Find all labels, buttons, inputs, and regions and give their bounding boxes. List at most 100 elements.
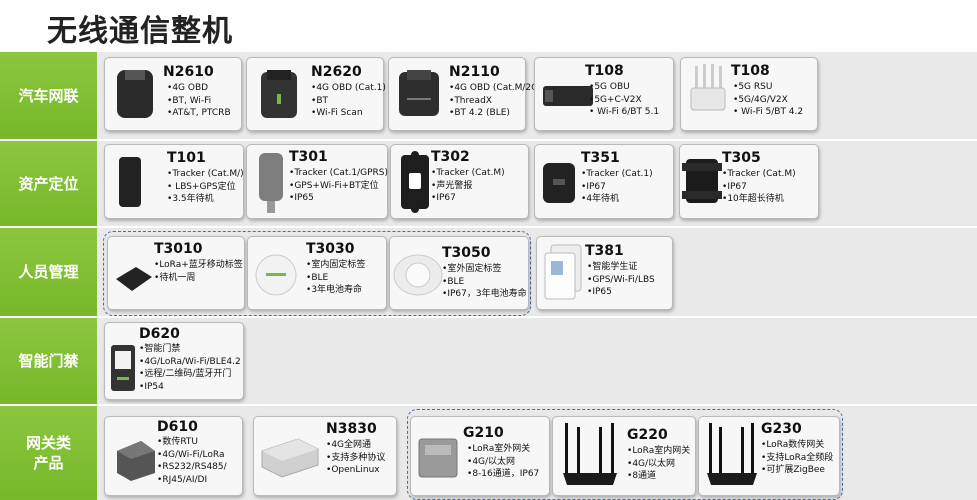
product-name: T351	[581, 150, 620, 166]
spec-item: GPS/Wi-Fi/LBS	[587, 274, 654, 287]
product-name: T305	[722, 150, 761, 166]
spec-item: IP67	[431, 192, 505, 205]
router-device-icon	[261, 438, 319, 478]
product-specs: 室外固定标签BLEIP67，3年电池寿命	[442, 263, 527, 301]
spec-item: Tracker (Cat.M)	[722, 168, 795, 181]
product-specs: 智能门禁4G/LoRa/Wi-Fi/BLE4.2远程/二维码/蓝牙开门IP54	[139, 343, 241, 393]
spec-item: 4G/以太网	[627, 458, 690, 471]
spec-item: IP65	[289, 192, 388, 205]
product-name: T101	[167, 150, 206, 166]
spec-item: IP67，3年电池寿命	[442, 288, 526, 301]
product-card-t305[interactable]: T305 Tracker (Cat.M)IP6710年超长待机	[679, 144, 819, 219]
product-card-t3010[interactable]: T3010 LoRa+蓝牙移动标签待机一周	[107, 236, 245, 310]
spec-item: 4G/Wi-Fi/LoRa	[157, 449, 227, 462]
data-gateway-icon	[707, 423, 757, 485]
spec-item: Wi-Fi Scan	[311, 107, 386, 120]
spec-item: 4G OBD	[167, 82, 231, 95]
spec-item: LoRa+蓝牙移动标签	[154, 259, 242, 272]
tracker-device-icon	[401, 151, 429, 213]
product-name: N2620	[311, 64, 362, 80]
product-specs: Tracker (Cat.M)IP6710年超长待机	[722, 168, 796, 206]
category-gateway: 网关类 产品	[0, 406, 97, 500]
spec-item: BLE	[306, 272, 365, 285]
product-card-n2610[interactable]: N2610 4G OBDBT, Wi-FiAT&T, PTCRB	[104, 57, 242, 131]
spec-item: 5G OBU	[589, 81, 659, 94]
product-card-n2110[interactable]: N2110 4G OBD (Cat.M/2G)ThreadXBT 4.2 (BL…	[388, 57, 542, 131]
spec-item: 4G/以太网	[467, 456, 539, 469]
product-name: D610	[157, 419, 198, 435]
spec-item: BT	[311, 95, 386, 108]
rtu-device-icon	[117, 441, 155, 481]
spec-item: Wi-Fi 6/BT 5.1	[589, 106, 659, 119]
product-specs: LoRa室外网关4G/以太网8-16通道，IP67	[467, 443, 539, 481]
spec-item: 4G全网通	[326, 439, 385, 452]
spec-item: Wi-Fi 5/BT 4.2	[733, 106, 803, 119]
product-specs: LoRa数传网关支持LoRa全频段可扩展ZigBee	[761, 439, 833, 477]
spec-item: GPS+Wi-Fi+BT定位	[289, 180, 388, 193]
rsu-device-icon	[690, 64, 726, 111]
product-name: G220	[627, 427, 668, 443]
product-specs: 4G OBD (Cat.1)BTWi-Fi Scan	[311, 82, 386, 120]
product-card-g220[interactable]: G220 LoRa室内网关4G/以太网8通道	[552, 416, 696, 496]
product-specs: Tracker (Cat.M/) LBS+GPS定位3.5年待机	[167, 168, 243, 206]
product-name: T301	[289, 149, 328, 165]
tracker-device-icon	[119, 157, 141, 207]
product-name: T108	[731, 63, 770, 79]
product-card-t302[interactable]: T302 Tracker (Cat.M)声光警报IP67	[390, 144, 529, 219]
product-specs: Tracker (Cat.M)声光警报IP67	[431, 167, 505, 205]
spec-item: BLE	[442, 276, 527, 289]
spec-item: 4G/LoRa/Wi-Fi/BLE4.2	[139, 356, 240, 369]
product-card-g230[interactable]: G230 LoRa数传网关支持LoRa全频段可扩展ZigBee	[698, 416, 840, 496]
spec-item: RS232/RS485/	[157, 461, 226, 474]
obd-device-icon	[399, 70, 439, 116]
product-card-t3050[interactable]: T3050 室外固定标签BLEIP67，3年电池寿命	[389, 236, 529, 310]
spec-item: 声光警报	[431, 180, 505, 193]
category-access: 智能门禁	[0, 318, 97, 404]
product-specs: 5G OBU5G+C-V2X Wi-Fi 6/BT 5.1	[589, 81, 659, 119]
spec-item: Tracker (Cat.M)	[431, 167, 504, 180]
spec-item: BT 4.2 (BLE)	[449, 107, 542, 120]
product-specs: 数传RTU4G/Wi-Fi/LoRaRS232/RS485/RJ45/AI/DI	[157, 436, 227, 486]
spec-item: Tracker (Cat.M/)	[167, 168, 243, 181]
tracker-device-icon	[682, 159, 722, 203]
spec-item: AT&T, PTCRB	[167, 107, 230, 120]
spec-item: Tracker (Cat.1/GPRS)	[289, 167, 388, 180]
product-card-t3030[interactable]: T3030 室内固定标签BLE3年电池寿命	[247, 236, 387, 310]
product-name: T302	[431, 149, 470, 165]
spec-item: IP67	[722, 181, 796, 194]
page-title: 无线通信整机	[47, 14, 233, 49]
spec-item: 室外固定标签	[442, 263, 527, 276]
spec-item: 室内固定标签	[306, 259, 365, 272]
outdoor-gateway-icon	[418, 438, 458, 478]
product-card-t381[interactable]: T381 智能学生证GPS/Wi-Fi/LBSIP65	[536, 236, 673, 310]
product-card-t101[interactable]: T101 Tracker (Cat.M/) LBS+GPS定位3.5年待机	[104, 144, 244, 219]
product-card-d610[interactable]: D610 数传RTU4G/Wi-Fi/LoRaRS232/RS485/RJ45/…	[104, 416, 243, 496]
product-specs: 室内固定标签BLE3年电池寿命	[306, 259, 365, 297]
product-specs: 4G全网通支持多种协议OpenLinux	[326, 439, 385, 477]
spec-item: 可扩展ZigBee	[761, 464, 833, 477]
product-card-n2620[interactable]: N2620 4G OBD (Cat.1)BTWi-Fi Scan	[246, 57, 386, 131]
category-vehicle: 汽车网联	[0, 52, 97, 139]
obd-device-icon	[117, 70, 153, 118]
product-card-g210[interactable]: G210 LoRa室外网关4G/以太网8-16通道，IP67	[410, 416, 550, 496]
product-card-t108-rsu[interactable]: T108 5G RSU5G/4G/V2X Wi-Fi 5/BT 4.2	[680, 57, 818, 131]
spec-item: IP67	[581, 181, 653, 194]
product-name: T3010	[154, 241, 203, 257]
spec-item: 智能门禁	[139, 343, 241, 356]
spec-item: 10年超长待机	[722, 193, 796, 206]
spec-item: 4G OBD (Cat.1)	[311, 82, 386, 95]
product-card-t108-obu[interactable]: T108 5G OBU5G+C-V2X Wi-Fi 6/BT 5.1	[534, 57, 674, 131]
product-card-t351[interactable]: T351 Tracker (Cat.1)IP674年待机	[534, 144, 674, 219]
student-card-icon	[544, 244, 582, 300]
product-specs: LoRa室内网关4G/以太网8通道	[627, 445, 690, 483]
spec-item: 8通道	[627, 470, 690, 483]
tracker-device-icon	[543, 163, 575, 203]
product-card-n3830[interactable]: N3830 4G全网通支持多种协议OpenLinux	[253, 416, 397, 496]
spec-item: 3年电池寿命	[306, 284, 365, 297]
product-card-d620[interactable]: D620 智能门禁4G/LoRa/Wi-Fi/BLE4.2远程/二维码/蓝牙开门…	[104, 322, 244, 400]
product-specs: 智能学生证GPS/Wi-Fi/LBSIP65	[587, 261, 654, 299]
spec-item: LoRa室内网关	[627, 445, 690, 458]
spec-item: 4年待机	[581, 193, 653, 206]
spec-item: 8-16通道，IP67	[467, 468, 539, 481]
product-card-t301[interactable]: T301 Tracker (Cat.1/GPRS)GPS+Wi-Fi+BT定位I…	[246, 144, 388, 219]
